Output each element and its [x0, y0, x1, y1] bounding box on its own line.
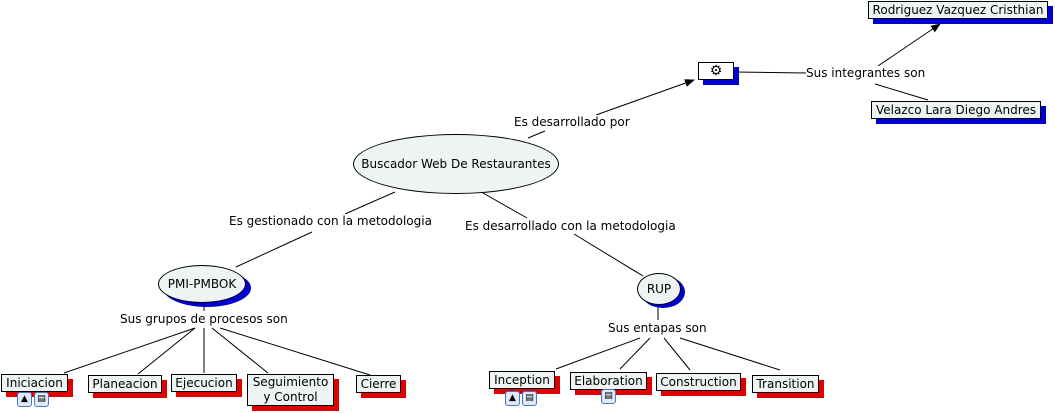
- process-group-node[interactable]: Iniciacion: [1, 374, 68, 392]
- document-resource-icon[interactable]: ▤: [34, 392, 49, 407]
- process-group-node[interactable]: Cierre: [356, 375, 401, 393]
- phase-node[interactable]: Inception: [489, 371, 555, 389]
- process-group-node[interactable]: Planeacion: [88, 375, 162, 393]
- phase-node[interactable]: Construction: [656, 373, 741, 391]
- process-group-node[interactable]: Ejecucion: [171, 374, 237, 392]
- phase-node[interactable]: Elaboration: [570, 372, 647, 390]
- document-resource-icon[interactable]: ▤: [601, 389, 616, 404]
- member-node[interactable]: Rodriguez Vazquez Cristhian: [868, 1, 1048, 19]
- link-label: Sus integrantes son: [806, 66, 926, 80]
- link-label: Sus entapas son: [608, 321, 707, 335]
- document-resource-icon[interactable]: ▤: [522, 391, 537, 406]
- link-label: Sus grupos de procesos son: [120, 312, 288, 326]
- team-logo-image[interactable]: ⚙: [698, 62, 734, 80]
- pmi-node[interactable]: PMI-PMBOK: [158, 265, 246, 303]
- link-label: Es desarrollado con la metodologia: [465, 219, 676, 233]
- link-label: Es gestionado con la metodologia: [229, 214, 432, 228]
- phase-node[interactable]: Transition: [752, 375, 819, 393]
- link-label: Es desarrollado por: [514, 115, 630, 129]
- rup-node[interactable]: RUP: [637, 273, 681, 305]
- image-resource-icon[interactable]: ▲: [17, 392, 32, 407]
- image-resource-icon[interactable]: ▲: [505, 391, 520, 406]
- process-group-node[interactable]: Seguimiento y Control: [247, 374, 334, 406]
- main-concept-node[interactable]: Buscador Web De Restaurantes: [353, 134, 559, 194]
- member-node[interactable]: Velazco Lara Diego Andres: [871, 101, 1041, 119]
